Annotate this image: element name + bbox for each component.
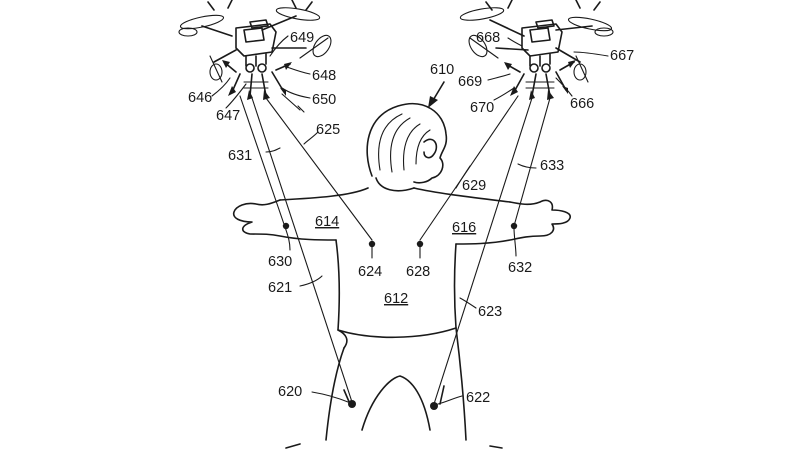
label-624: 624 <box>358 264 382 280</box>
label-620: 620 <box>278 384 302 400</box>
label-650: 650 <box>312 92 336 108</box>
label-630: 630 <box>268 254 292 270</box>
label-633: 633 <box>540 158 564 174</box>
label-669: 669 <box>458 74 482 90</box>
leader-lines <box>211 35 609 405</box>
sensor-632 <box>510 222 518 230</box>
label-666: 666 <box>570 96 594 112</box>
label-670: 670 <box>470 100 494 116</box>
label-632: 632 <box>508 260 532 276</box>
label-629: 629 <box>462 178 486 194</box>
sensor-628 <box>416 240 424 248</box>
label-648: 648 <box>312 68 336 84</box>
sensor-nodes <box>282 222 518 410</box>
sensor-622 <box>430 402 438 410</box>
left-drone <box>178 0 332 100</box>
label-647: 647 <box>216 108 240 124</box>
label-623: 623 <box>478 304 502 320</box>
label-622: 622 <box>466 390 490 406</box>
tether-lines <box>239 93 551 405</box>
person <box>232 102 571 449</box>
label-667: 667 <box>610 48 634 64</box>
right-drone <box>459 0 614 100</box>
sensor-620 <box>348 400 356 408</box>
sensor-624 <box>368 240 376 248</box>
label-625: 625 <box>316 122 340 138</box>
label-649: 649 <box>290 30 314 46</box>
label-631: 631 <box>228 148 252 164</box>
label-612: 612 <box>384 291 408 307</box>
label-616: 616 <box>452 220 476 236</box>
label-610-arrow <box>428 81 445 108</box>
label-610: 610 <box>430 62 454 78</box>
label-668: 668 <box>476 30 500 46</box>
sensor-630 <box>282 222 290 230</box>
label-646: 646 <box>188 90 212 106</box>
label-621: 621 <box>268 280 292 296</box>
label-614: 614 <box>315 214 339 230</box>
label-628: 628 <box>406 264 430 280</box>
reference-labels: 610 612 614 616 620 621 622 623 624 625 … <box>188 30 634 406</box>
